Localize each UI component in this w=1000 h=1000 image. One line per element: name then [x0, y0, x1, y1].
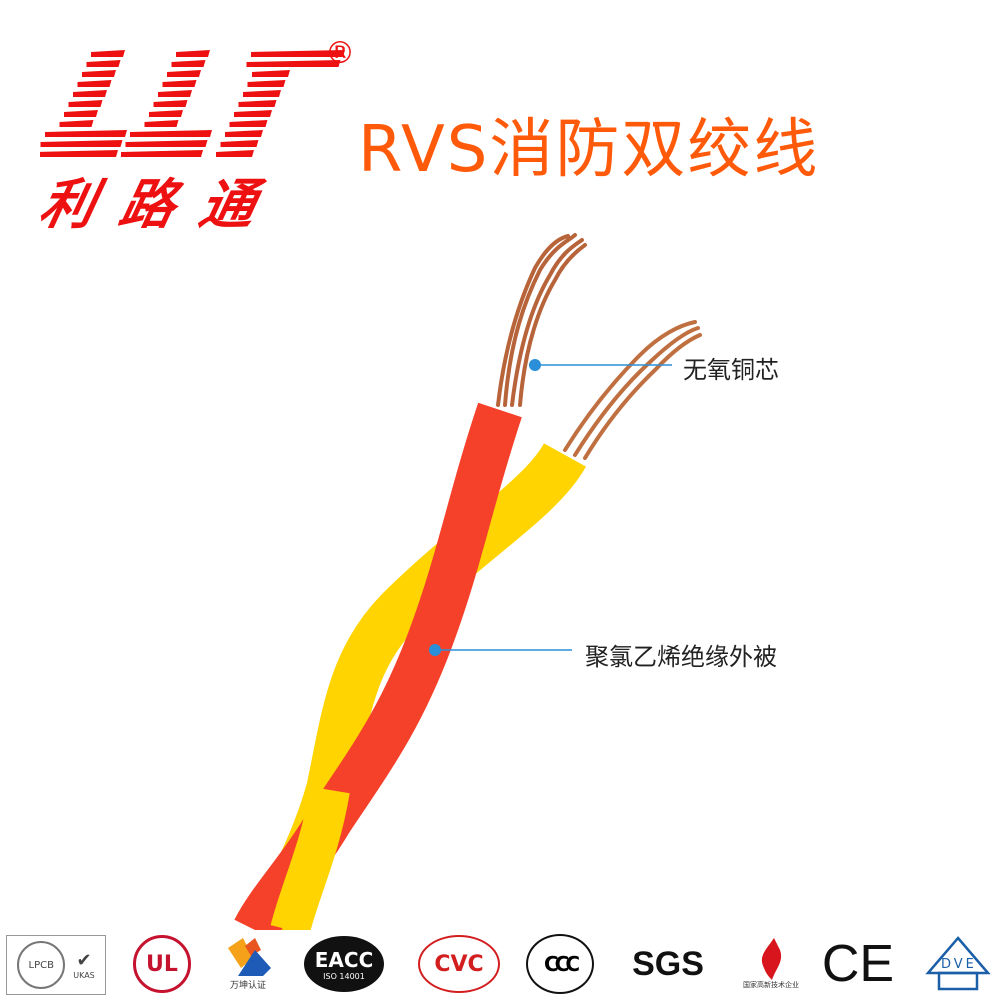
cert-high-tech: 国家高新技术企业 [735, 935, 807, 993]
cert-cvc: CVC [418, 935, 500, 993]
logo-stripe [73, 90, 107, 97]
logo-stripe [171, 60, 206, 67]
cert-ul: UL [132, 935, 192, 993]
logo-stripe [153, 100, 188, 107]
cert-wankun: 万坤认证 [216, 935, 280, 993]
high-tech-flame-icon [761, 938, 782, 980]
logo-stripe [176, 50, 210, 57]
logo-stripe [121, 150, 203, 157]
cvc-label: CVC [418, 935, 500, 993]
wankun-label: 万坤认证 [229, 980, 266, 991]
logo-stripe [125, 140, 208, 147]
logo-stripe [220, 140, 259, 147]
cert-ce: CE [821, 935, 895, 993]
logo-stripe [86, 60, 121, 67]
logo-stripe [59, 120, 94, 127]
logo-stripe [238, 100, 277, 107]
logo-stripe [82, 70, 116, 77]
logo-stripe [64, 110, 98, 117]
callout-label-insulation: 聚氯乙烯绝缘外被 [585, 643, 777, 671]
wankun-mark-icon [228, 937, 271, 976]
cert-ccc: CCC [525, 934, 595, 994]
ccc-label: CCC [526, 934, 594, 994]
logo-stripe [246, 60, 341, 67]
cert-lpcb: LPCB ✔UKAS [6, 935, 106, 995]
logo-stripe [68, 100, 103, 107]
logo-stripe [216, 150, 254, 157]
eacc-label: EACC [314, 947, 374, 972]
logo-stripe [158, 90, 192, 97]
logo-stripe [149, 110, 183, 117]
callout-dot-insulation [429, 644, 441, 656]
logo-stripe [229, 120, 268, 127]
logo-stripe [91, 50, 125, 57]
logo-stripe [167, 70, 201, 77]
high-tech-label: 国家高新技术企业 [743, 981, 799, 989]
logo-stripe [162, 80, 197, 87]
cert-dve: DVE [922, 935, 994, 993]
twisted-cable-image [234, 233, 702, 930]
ul-label: UL [133, 935, 191, 993]
logo-stripe [225, 130, 263, 137]
logo-stripe [45, 130, 127, 137]
callout-label-copper: 无氧铜芯 [683, 356, 779, 384]
lpcb-label: LPCB [17, 941, 66, 989]
logo-stripe [251, 50, 345, 57]
callout-lines [429, 359, 672, 656]
cert-eacc: EACC ISO 14001 [303, 935, 385, 993]
logo-stripe [40, 150, 118, 157]
ukas-label: ✔UKAS [73, 950, 95, 980]
brand-logo [40, 50, 345, 157]
logo-stripe [144, 120, 179, 127]
logo-stripe [77, 80, 112, 87]
logo-stripe [247, 80, 286, 87]
callout-dot-copper [529, 359, 541, 371]
dve-mark-icon [925, 936, 991, 991]
logo-stripe [234, 110, 272, 117]
copper-core-left [496, 233, 587, 407]
logo-stripe [252, 70, 290, 77]
logo-stripe [243, 90, 281, 97]
product-title: RVS消防双绞线 [358, 113, 820, 187]
cert-sgs: SGS [632, 944, 704, 983]
logo-stripe [130, 130, 212, 137]
check-icon: ✔ [76, 950, 92, 971]
registered-mark: ® [325, 36, 355, 71]
dve-label: DVE [941, 957, 977, 972]
iso-label: ISO 14001 [323, 971, 365, 981]
logo-stripe [40, 140, 123, 147]
